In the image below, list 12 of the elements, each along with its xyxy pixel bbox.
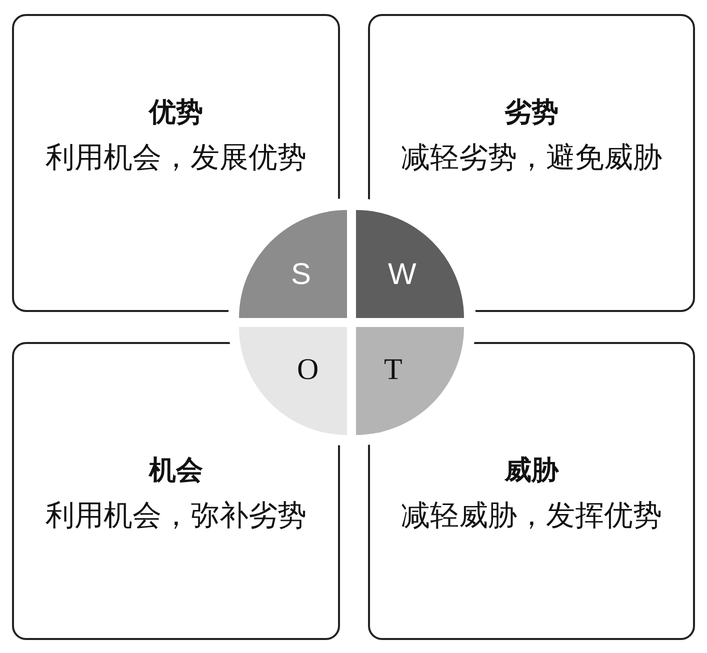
body-text: 利用机会，发展优势 <box>44 139 308 176</box>
heading: 威胁 <box>503 454 560 488</box>
sector-letter: S <box>291 260 312 290</box>
body-text: 减轻劣势，避免威胁 <box>400 139 663 176</box>
body-text: 利用机会，弥补劣势 <box>44 497 308 534</box>
sector-letter: W <box>388 260 416 290</box>
sector-letter: O <box>297 355 319 385</box>
body-text: 减轻威胁，发挥优势 <box>400 497 663 534</box>
heading: 机会 <box>148 454 204 488</box>
sector-letter: T <box>384 355 402 385</box>
heading: 优势 <box>147 96 204 130</box>
heading: 劣势 <box>504 96 560 130</box>
